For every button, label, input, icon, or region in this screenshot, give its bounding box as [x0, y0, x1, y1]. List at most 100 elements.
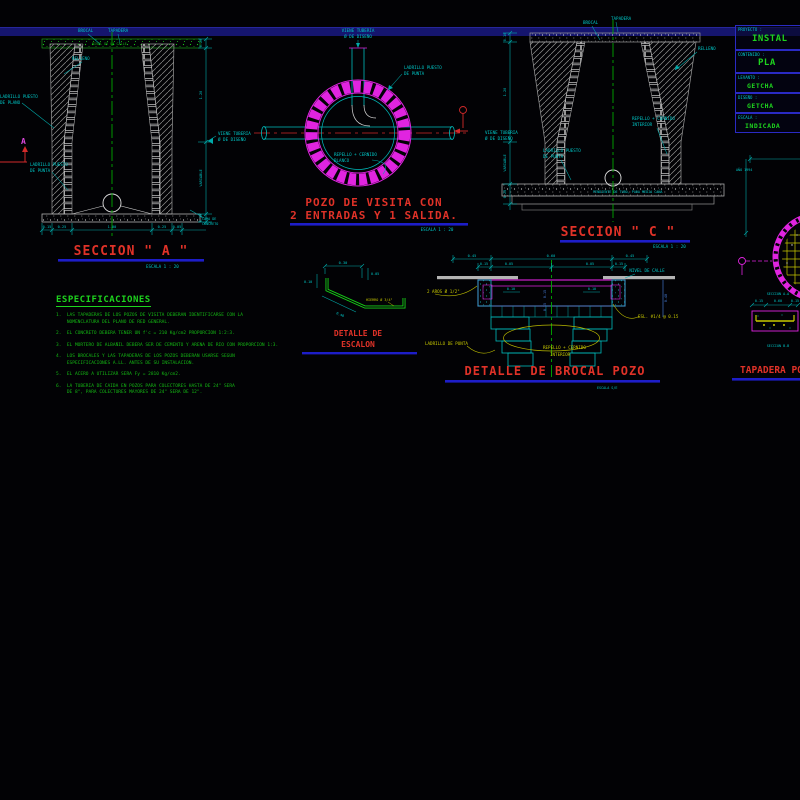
section-a-title: SECCION " A "	[74, 244, 189, 259]
field-value: INSTAL	[752, 34, 788, 44]
field-value: GETCHA	[747, 82, 774, 90]
escalon-labels: 0.30 0.05 0.10 0.40 HIERRO Ø 3/4" DETALL…	[302, 261, 417, 355]
svg-text:CONCRETO: CONCRETO	[202, 222, 218, 226]
label-ladrillo-plano: LADRILLO PUESTO	[0, 94, 38, 99]
dim: 0.30	[339, 261, 348, 265]
dim: 0.20	[503, 190, 507, 199]
label-viene-tuberia: VIENE TUBERIA	[218, 131, 251, 136]
dim: 0.15	[43, 225, 52, 229]
title-block-row-contenido: CONTENIDO : PLA	[735, 50, 800, 73]
title-underline	[290, 223, 468, 226]
plan-labels: VIENE TUBERIA Ø DE DISEÑO LADRILLO PUEST…	[290, 28, 468, 232]
dim: 0.05	[371, 272, 379, 276]
svg-text:DE PUNTA: DE PUNTA	[30, 168, 51, 173]
section-c-labels: BROCAL TAPADERA RELLENO VIENE TUBERIA Ø …	[485, 16, 716, 249]
plan-scale: ESCALA 1 : 20	[421, 227, 454, 232]
label-hierro: HIERRO Ø 3/4"	[366, 297, 393, 302]
dim: 0.45	[468, 254, 477, 258]
section-c-title: SECCION " C "	[561, 225, 676, 240]
field-label: LEVANTO :	[738, 75, 760, 80]
tapadera-labels: AÑO 1994 SECCION A-A 0.15 0.60 0.15 SECC…	[732, 167, 800, 381]
spec-item: 3. EL MORTERO DE ALBAÑIL DEBERA SER DE C…	[56, 342, 279, 348]
escalon-drawing: 0.30 0.05 0.10 0.40 HIERRO Ø 3/4" DETALL…	[302, 261, 417, 355]
brocal-labels: NIVEL DE CALLE 2 AROS Ø 1/2" ESL. #1/4 @…	[425, 254, 679, 390]
label-ladrillo-punta: LADRILLO PUESTO	[30, 162, 68, 167]
label-ladrillo-punta: LADRILLO DE PUNTA	[425, 341, 468, 346]
dim: 0.15	[615, 262, 623, 266]
brocal-drawing: NIVEL DE CALLE 2 AROS Ø 1/2" ESL. #1/4 @…	[425, 254, 679, 390]
label-brocal: BROCAL	[583, 20, 599, 25]
plan-linework	[254, 40, 470, 187]
label-pendiente: PENDIENTE DE TUBO, PARA MEDIA CAÑA	[593, 189, 662, 194]
field-label: ESCALA :	[738, 115, 758, 120]
specifications-heading: ESPECIFICACIONES	[56, 295, 151, 307]
dim: 0.60	[547, 254, 556, 258]
escalon-linework	[316, 263, 406, 313]
label-brocal: BROCAL	[78, 28, 94, 33]
label-ano: AÑO 1994	[736, 167, 752, 172]
brocal-scale: ESCALA S/E	[597, 386, 617, 390]
dim: 0.15	[543, 303, 547, 311]
dim: 1.00	[108, 225, 117, 229]
spec-item: 4. LOS BROCALES Y LAS TAPADERAS DE LOS P…	[56, 354, 235, 366]
dim: 0.40	[664, 294, 668, 302]
plan-title-line2: 2 ENTRADAS Y 1 SALIDA.	[290, 209, 458, 222]
spec-item: 2. EL CONCRETO DEBERA TENER UN f'c = 210…	[56, 331, 235, 337]
escalon-title-line2: ESCALON	[341, 340, 375, 349]
spec-item: 5. EL ACERO A UTILIZAR SERA Fy = 2810 Kg…	[56, 372, 181, 378]
label-aros: 2 AROS Ø 1/2"	[427, 289, 460, 294]
label-viene-tuberia: VIENE TUBERIA	[342, 28, 375, 33]
dim: 0.60	[774, 299, 782, 303]
field-value: GETCHA	[747, 102, 774, 110]
dim: 0.10	[503, 33, 507, 42]
label-esl: ESL. #1/4 @ 0.15	[638, 314, 679, 319]
section-a-linework	[0, 32, 217, 237]
specifications-block: ESPECIFICACIONES 1. LAS TAPADERAS DE LOS…	[56, 287, 316, 402]
dim: 0.40	[336, 311, 345, 318]
title-block-row-proyecto: PROYECTO : INSTAL	[735, 25, 800, 50]
dim: VARIABLE	[503, 154, 507, 171]
plan-title-line1: POZO DE VISITA CON	[305, 196, 442, 209]
dim: 0.15	[755, 299, 763, 303]
label-seccion-b: SECCION B-B	[767, 344, 789, 348]
svg-text:DE PUNTA: DE PUNTA	[543, 154, 564, 159]
title-block: PROYECTO : INSTAL CONTENIDO : PLA LEVANT…	[735, 25, 800, 135]
dim: 0.15	[543, 290, 547, 298]
label-nivel-calle: NIVEL DE CALLE	[629, 268, 665, 273]
top-border-band	[0, 27, 800, 36]
section-a-drawing: BROCAL TAPADERA NIVEL DE LA CALLE RELLEN…	[0, 28, 251, 269]
plan-view-drawing: VIENE TUBERIA Ø DE DISEÑO LADRILLO PUEST…	[254, 28, 470, 232]
dim: 0.05	[586, 262, 594, 266]
title-block-row-levanto: LEVANTO : GETCHA	[735, 73, 800, 93]
brocal-linework	[434, 255, 675, 377]
title-underline	[732, 378, 800, 381]
field-value: PLA	[758, 58, 776, 68]
title-underline	[445, 380, 660, 383]
dim: 0.25	[158, 225, 167, 229]
label-repello-cernido: REPELLO + CERNIDO	[632, 116, 675, 121]
dim: 1.20	[503, 88, 507, 97]
field-label: PROYECTO :	[738, 27, 763, 32]
tapadera-linework	[738, 155, 800, 332]
dim: 0.05	[173, 225, 182, 229]
field-value: INDICADA	[745, 122, 781, 130]
title-underline	[560, 240, 690, 243]
tapadera-drawing: AÑO 1994 SECCION A-A 0.15 0.60 0.15 SECC…	[732, 155, 800, 381]
spec-item: 6. LA TUBERIA DE CAIDA EN POZOS PARA COL…	[56, 383, 235, 396]
label-ladrillo-punta: LADRILLO PUESTO	[543, 148, 581, 153]
section-marker-a: A	[21, 137, 26, 146]
label-viene-tuberia: VIENE TUBERIA	[485, 130, 518, 135]
label-repello-cernido: REPELLO + CERNIDO	[543, 345, 586, 350]
label-nivel-calle: NIVEL DE LA CALLE	[92, 42, 127, 46]
section-c-linework	[501, 20, 725, 222]
dim: 0.15	[480, 262, 488, 266]
title-underline	[58, 259, 204, 262]
label-relleno: RELLENO	[72, 56, 90, 61]
brocal-title: DETALLE DE BROCAL POZO	[465, 364, 646, 378]
dim: 0.20	[199, 39, 203, 48]
dim: 1.20	[199, 91, 203, 100]
spec-item: 1. LAS TAPADERAS DE LOS POZOS DE VISITA …	[56, 313, 243, 325]
label-cama-concreto: CAMA DE	[202, 217, 216, 221]
dim: 0.25	[58, 225, 67, 229]
